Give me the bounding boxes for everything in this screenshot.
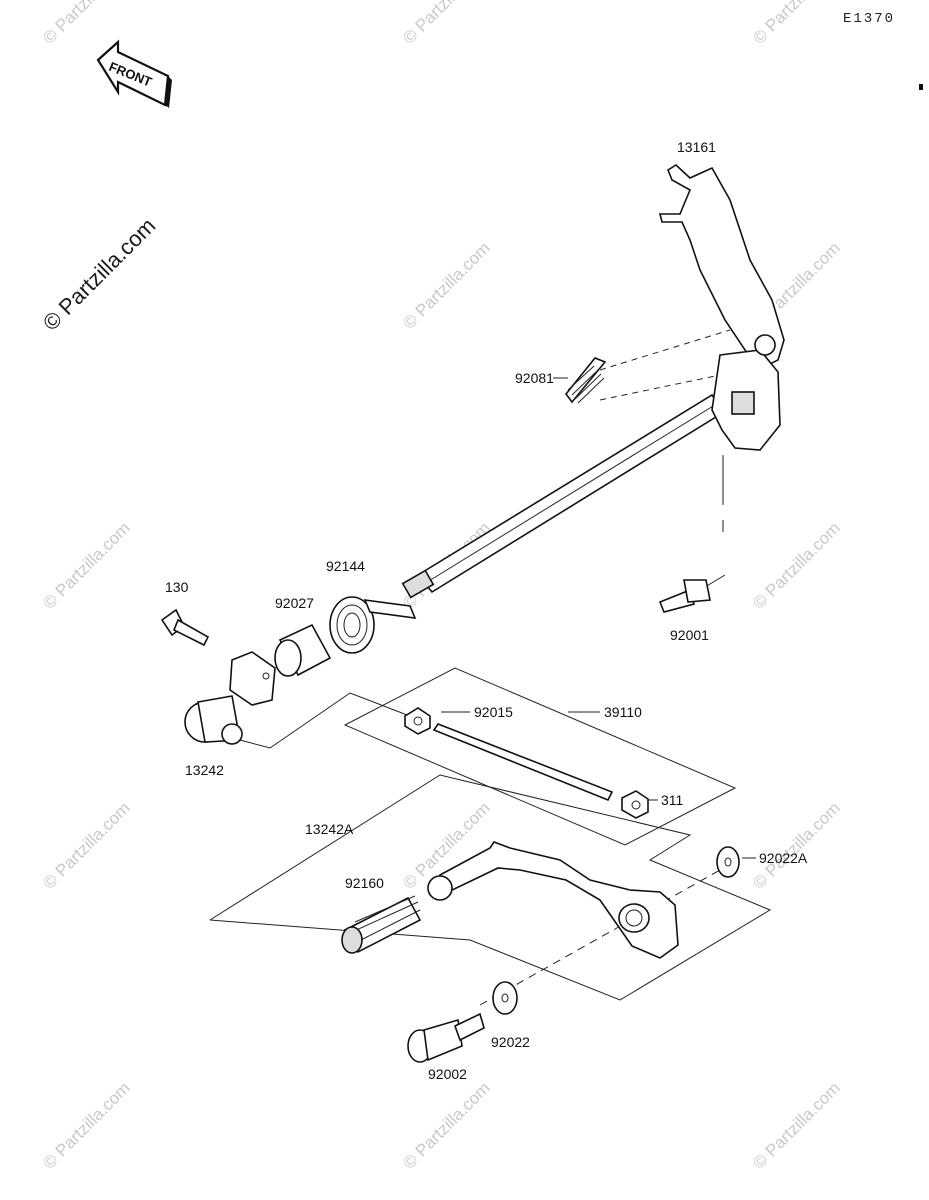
pedal-rubber: [341, 895, 422, 954]
label-92144: 92144: [326, 558, 365, 574]
shift-fork: [658, 163, 785, 451]
pin-spring: [564, 357, 607, 404]
shift-shaft: [401, 393, 726, 599]
washer-92022: [492, 981, 518, 1015]
label-13242A: 13242A: [305, 821, 354, 837]
watermark: © Partzilla.com: [749, 0, 843, 48]
bolt-92001: [658, 579, 711, 613]
tie-rod: [404, 707, 649, 819]
label-92015: 92015: [474, 704, 513, 720]
label-13242: 13242: [185, 762, 224, 778]
label-92022: 92022: [491, 1034, 530, 1050]
shift-arm: [184, 651, 276, 745]
watermark: © Partzilla.com: [39, 1078, 133, 1172]
return-spring: [329, 596, 417, 654]
watermark: © Partzilla.com: [749, 798, 843, 892]
label-92022A: 92022A: [759, 850, 808, 866]
watermark: © Partzilla.com: [39, 0, 133, 48]
label-130: 130: [165, 579, 189, 595]
part-labels: 13161 92081 92144 92027 130 92001 92015 …: [165, 139, 808, 1082]
label-92160: 92160: [345, 875, 384, 891]
bolt-92002: [407, 1012, 485, 1063]
label-39110: 39110: [604, 704, 642, 720]
watermark: © Partzilla.com: [39, 798, 133, 892]
label-13161: 13161: [677, 139, 716, 155]
watermark: © Partzilla.com: [39, 518, 133, 612]
label-92027: 92027: [275, 595, 314, 611]
shift-pedal: [427, 841, 679, 959]
corner-mark: [919, 84, 923, 90]
label-92002: 92002: [428, 1066, 467, 1082]
label-92001: 92001: [670, 627, 709, 643]
watermark: © Partzilla.com: [399, 1078, 493, 1172]
diagram-code: E1370: [843, 11, 895, 27]
collar: [274, 623, 332, 677]
leader-lines: [209, 329, 772, 1006]
label-311: 311: [661, 792, 684, 808]
watermark: © Partzilla.com: [749, 1078, 843, 1172]
watermark: © Partzilla.com: [749, 518, 843, 612]
watermark: © Partzilla.com: [399, 238, 493, 332]
watermark: © Partzilla.com: [399, 0, 493, 48]
washer-92022A: [716, 846, 740, 878]
label-92081: 92081: [515, 370, 554, 386]
bolt-130: [160, 608, 210, 647]
copyright-text: © Partzilla.com: [38, 213, 161, 336]
front-arrow-icon: FRONT: [96, 39, 172, 108]
